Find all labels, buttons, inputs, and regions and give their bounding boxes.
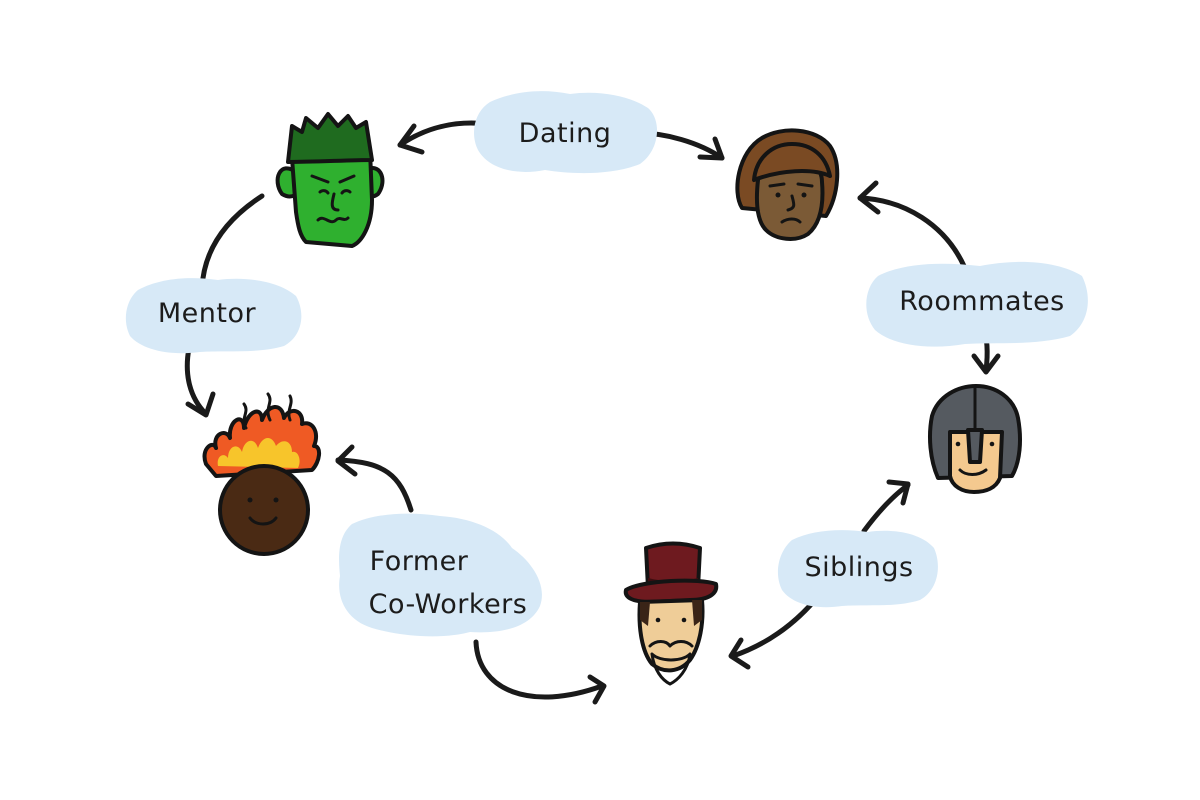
dating-label-group: Dating — [474, 91, 658, 174]
coworkers-highlight — [339, 513, 542, 637]
siblings-label: Siblings — [804, 552, 913, 583]
roommates-arrow-up — [857, 195, 967, 269]
knight-helmet-icon — [928, 384, 1022, 494]
dating-arrow-left-head — [397, 123, 425, 155]
siblings-arrow-up — [861, 482, 911, 534]
siblings-highlight — [777, 530, 938, 608]
siblings-arrow-up-head — [886, 479, 911, 506]
dating-label: Dating — [519, 118, 612, 149]
brown-hair-face-icon — [735, 128, 840, 241]
mentor-arrow-bottom — [184, 345, 209, 417]
coworkers-arrow-up — [335, 457, 414, 513]
roommates-arrow-down-head — [971, 353, 1001, 375]
mentor-edge — [184, 193, 265, 418]
dating-arrow-right-head — [697, 136, 725, 161]
roommates-arrow-up-head — [857, 180, 881, 215]
frankenstein-face-icon — [275, 112, 385, 248]
roommates-label: Roommates — [899, 286, 1065, 317]
top-hat-gentleman-icon — [623, 541, 719, 686]
coworkers-edge — [335, 444, 607, 705]
coworkers-arrow-up-head — [335, 444, 358, 477]
mentor-arrow-head — [185, 391, 216, 418]
siblings-arrow-down-head — [728, 637, 751, 670]
mentor-highlight — [125, 278, 302, 354]
roommates-highlight — [866, 261, 1088, 347]
coworkers-label-line2: Co-Workers — [369, 589, 528, 620]
coworkers-label-group: Former Co-Workers — [339, 513, 542, 637]
coworkers-label-line1: Former — [370, 546, 469, 577]
siblings-label-group: Siblings — [777, 530, 938, 608]
coworkers-arrow-down — [473, 639, 605, 700]
dating-highlight — [474, 91, 658, 174]
fire-hair-face-icon — [202, 392, 321, 556]
mentor-arrow-top — [199, 193, 265, 291]
coworkers-arrow-down-head — [587, 674, 607, 705]
roommates-label-group: Roommates — [866, 261, 1088, 347]
mentor-label-group: Mentor — [125, 278, 302, 354]
mentor-label: Mentor — [158, 298, 257, 329]
